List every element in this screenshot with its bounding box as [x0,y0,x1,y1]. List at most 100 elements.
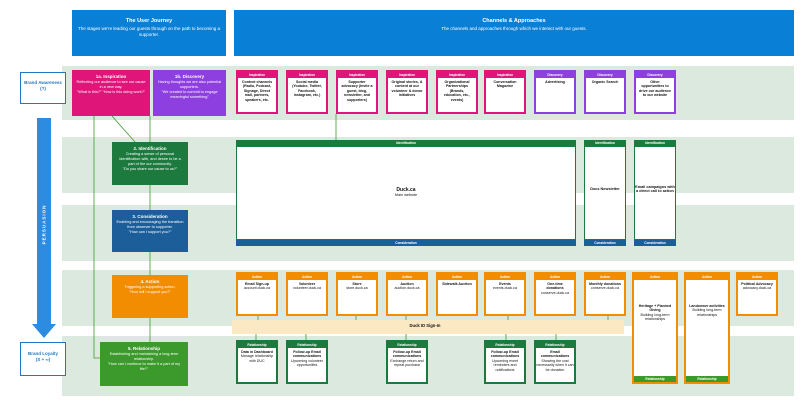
card-sub: conserve.duck.ca [541,290,569,295]
stage-discovery-quote: "We created to commit to engage meaningf… [161,89,218,99]
planned-giving-card: Action Heritage + Planned Giving Buildin… [632,272,678,384]
identification-bar: Identification [236,140,576,146]
stage-consideration-title: 3. Consideration [132,214,168,219]
card-text: Email communications [540,350,570,359]
card-tag: Action [388,274,426,280]
card-tag: Inspiration [388,72,426,78]
card-sub: Building long-term relationships [640,312,670,322]
card-text: Organic Search [591,80,619,84]
card-text: Volunteer [298,282,316,286]
brand-awareness-count: (?) [40,85,46,91]
card-text: Monthly donations [589,282,621,286]
journey-subtitle: The stages we're leading our guests thro… [78,26,220,38]
brand-awareness-box: Brand Awareness (?) [20,72,66,104]
card-tag: Action [686,274,728,280]
side-block-bottom: Consideration [584,240,626,246]
channels-title: Channels & Approaches [482,18,546,24]
side-block-top: Identification [634,140,676,146]
card-sub: Upcoming volunteer opportunities [291,358,323,368]
persuasion-arrow-head [32,324,56,338]
card-sub: Manage relationship with DUC [240,354,274,363]
card-text: Other opportunities to drive our audienc… [639,80,671,98]
card-tag: Action [438,274,476,280]
stage-action-title: 4. Action [140,279,160,284]
card-text: Original stories, & content at our volun… [391,80,423,98]
stage-identification-desc: Creating a sense of personal identificat… [119,151,181,166]
main-website-title: Duck.ca [396,187,416,193]
duckid-band [232,320,624,334]
card-sub: account.duck.ca [244,286,270,291]
card-tag: Relationship [238,342,276,348]
card-tag: Action [586,274,624,280]
card-tag: Action [536,274,574,280]
email-campaigns-text: Email campaigns with a direct call to ac… [635,185,675,193]
card-tag: Inspiration [238,72,276,78]
card-bottom-tag: Relationship [686,376,728,382]
stage-inspiration: 1a. Inspiration Reflecting our audience … [72,70,150,116]
stage-relationship: 5. Relationship Establishing and maintai… [100,342,188,386]
card-sub: volunteer.duck.ca [293,286,321,291]
stage-identification: 2. Identification Creating a sense of pe… [112,142,188,185]
card-text: Follow-up Email communications [490,350,520,359]
card-sub: Showing the cost necessarily when it can… [536,358,574,372]
card-text: Organizational Partnerships (Brands, edu… [443,80,471,102]
card-text: Political Advocacy [741,282,773,286]
card-tag: Action [486,274,524,280]
card-tag: Action [288,274,326,280]
brand-loyalty-label: Brand Loyalty [27,351,58,356]
stage-consideration-desc: Enabling and encouraging the transition … [116,219,184,229]
email-campaigns-block: Email campaigns with a direct call to ac… [634,146,676,240]
card-tag: Action [738,274,776,280]
stage-discovery-desc: Having thoughts we are also potential su… [157,79,222,89]
card-sub: store.duck.ca [346,286,368,291]
newsletter-text: Docs Newsletter [590,187,620,191]
card-tag: Discovery [636,72,674,78]
card-sub: events.duck.ca [493,286,517,291]
card-text: Heritage + Planned Giving [638,304,672,313]
stage-discovery: 1b. Discovery Having thoughts we are als… [153,70,226,116]
card-text: Follow-up Email communications [292,350,322,359]
stage-identification-quote: "Do you share our cause to us?" [122,166,178,171]
card-tag: Relationship [486,342,524,348]
card-sub: Upcoming event reminders and notificatio… [492,358,518,372]
card-tag: Action [634,274,676,280]
card-sub: Building long-term relationships [692,308,722,317]
stage-relationship-quote: "How can I continue to make it a part of… [107,361,181,371]
card-tag: Action [238,274,276,280]
brand-awareness-label: Brand Awareness [24,80,62,85]
card-text: Advertising [545,80,565,84]
main-website-block[interactable]: Duck.ca Main website [236,146,576,240]
duckid-label: Duck ID Sign-In [409,323,441,328]
stage-relationship-title: 5. Relationship [127,346,160,351]
card-text: Email Sign-up [245,282,269,286]
stage-inspiration-quote: "What is this?" "How is this doing work?… [76,89,146,94]
stage-action-desc: Triggering a supporting action. [124,284,176,289]
persuasion-arrow-shaft [37,118,51,326]
journey-title: The User Journey [125,18,173,24]
card-tag: Discovery [586,72,624,78]
channels-header: Channels & Approaches The channels and a… [234,10,794,56]
card-text: Conversation Magazine [493,80,517,89]
card-sub: Exchange return and repeat purchase [390,358,424,368]
main-website-sub: Main website [394,193,418,197]
card-tag: Inspiration [486,72,524,78]
side-block-bottom: Consideration [634,240,676,246]
card-tag: Relationship [288,342,326,348]
